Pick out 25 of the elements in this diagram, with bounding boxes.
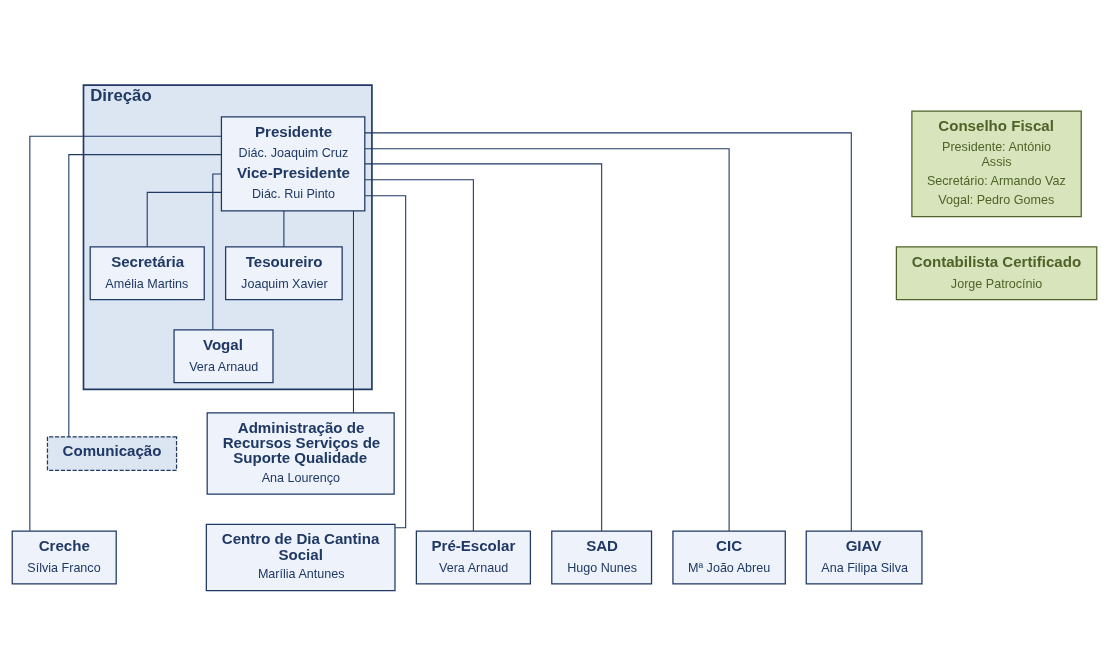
node-box: Secretária Amélia Martins	[89, 245, 205, 300]
node-box: CIC Mª João Abreu	[672, 530, 786, 585]
node-box: Contabilista Certificado Jorge Patrocínio	[895, 245, 1098, 300]
node-box: Conselho Fiscal Presidente: António Assis Secretário: Armando Vaz Vogal: Pedro Gomes	[911, 109, 1082, 217]
connector	[364, 178, 474, 531]
connector	[29, 135, 222, 531]
connector	[146, 191, 222, 247]
connector	[283, 209, 285, 247]
node-box: SAD Hugo Nunes	[551, 530, 653, 585]
node-box: Pré-Escolar Vera Arnaud	[415, 530, 531, 585]
connector	[68, 153, 222, 437]
node-box: Comunicação	[46, 435, 178, 471]
connector	[352, 210, 355, 413]
node-box: Centro de Dia Cantina Social Marília Antunes	[205, 523, 396, 591]
node-box: Creche Sílvia Franco	[11, 530, 117, 585]
connector	[364, 147, 730, 532]
connector	[364, 162, 603, 532]
node-box: Vogal Vera Arnaud	[173, 328, 274, 383]
connector	[364, 194, 407, 528]
node-box: Administração de Recursos Serviços de Suporte Qualidade Ana Lourenço	[206, 411, 395, 495]
connector	[212, 172, 222, 330]
node-box: Tesoureiro Joaquim Xavier	[225, 245, 343, 300]
connector	[364, 131, 852, 531]
node-box: Presidente Diác. Joaquim Cruz Vice-Presidente Diác. Rui Pinto	[220, 115, 366, 211]
node-box: GIAV Ana Filipa Silva	[805, 530, 923, 585]
